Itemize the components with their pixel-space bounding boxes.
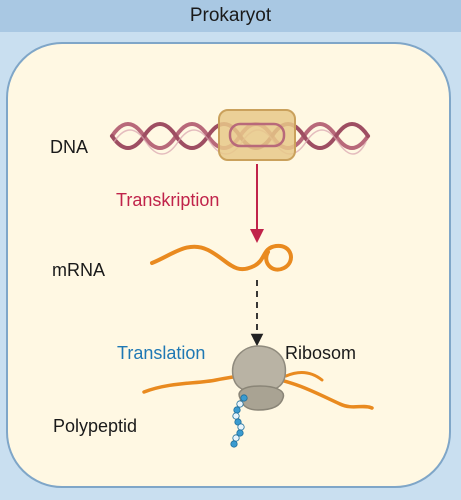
translation-label: Translation <box>117 343 206 363</box>
mrna-translated-strand-upper <box>284 371 324 382</box>
transcription-label: Transkription <box>116 190 220 210</box>
amino-acid <box>230 440 238 448</box>
open-dna-bubble <box>228 122 286 148</box>
polypeptide-label: Polypeptid <box>53 416 138 436</box>
mrna-strand <box>150 243 293 272</box>
header-title: Prokaryot <box>189 5 272 26</box>
mrna-label: mRNA <box>52 260 105 280</box>
amino-acid <box>236 400 244 408</box>
amino-acid <box>233 406 241 414</box>
dna-label: DNA <box>50 137 89 157</box>
amino-acid <box>240 394 248 402</box>
amino-acid <box>232 434 240 442</box>
ribosome-small-subunit <box>238 385 285 411</box>
amino-acid <box>236 429 244 437</box>
rna-polymerase <box>218 109 296 161</box>
ribosome <box>231 345 287 411</box>
amino-acid <box>232 412 240 420</box>
amino-acid <box>237 423 245 431</box>
ribosome-large-subunit <box>231 345 287 393</box>
ribosome-label: Ribosom <box>285 343 357 363</box>
polypeptide-chain <box>230 394 248 448</box>
header-bar: Prokaryot <box>0 0 461 32</box>
